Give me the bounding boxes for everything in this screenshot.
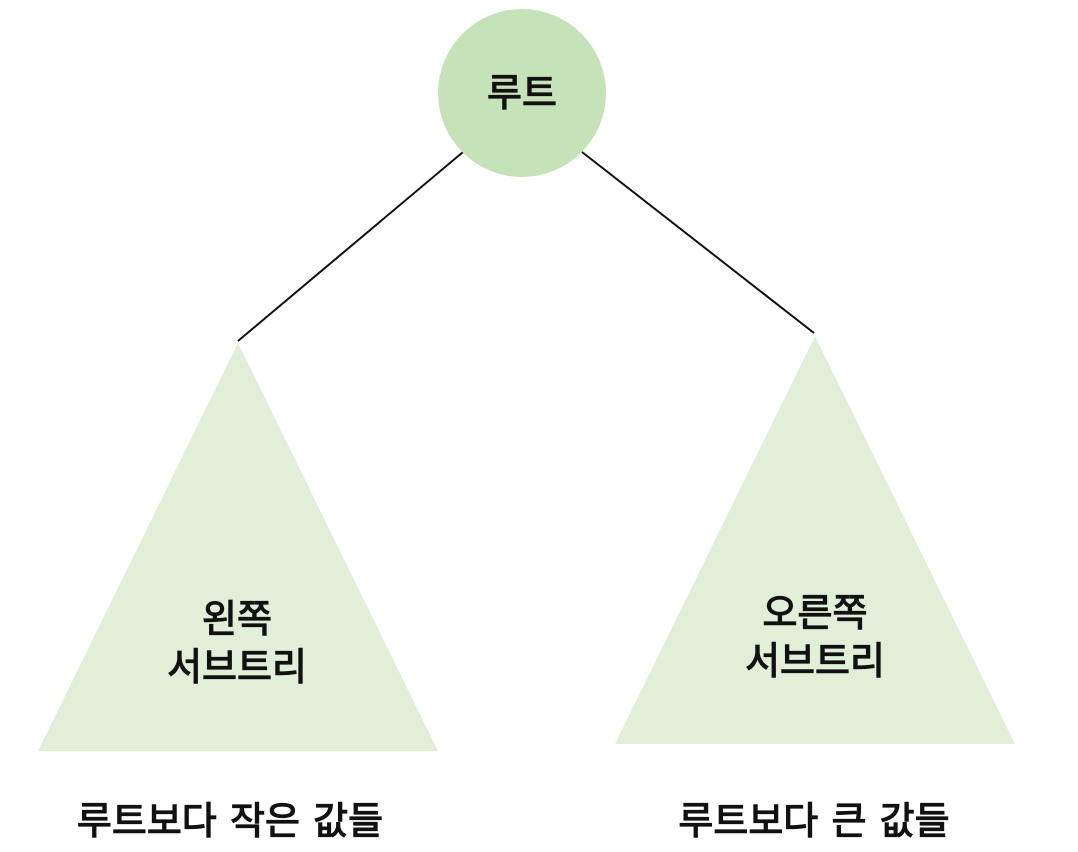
left-subtree-label: 왼쪽 서브트리 (137, 596, 337, 691)
left-subtree-caption: 루트보다 작은 값들 (76, 799, 384, 843)
right-subtree-triangle (615, 336, 1015, 744)
left-subtree-triangle (38, 343, 438, 751)
right-subtree-label: 오른쪽 서브트리 (715, 590, 915, 685)
edge-root-right (581, 151, 815, 334)
root-label-text: 루트 (487, 71, 557, 115)
left-subtree-label-line2: 서브트리 (167, 644, 307, 689)
root-node-label: 루트 (438, 70, 606, 118)
left-subtree-label-line1: 왼쪽 (202, 597, 272, 641)
right-subtree-label-line1: 오른쪽 (762, 591, 868, 635)
edge-root-left (237, 151, 464, 342)
right-subtree-caption: 루트보다 큰 값들 (678, 799, 950, 843)
root-node (438, 9, 606, 177)
right-subtree-label-line2: 서브트리 (745, 638, 885, 683)
